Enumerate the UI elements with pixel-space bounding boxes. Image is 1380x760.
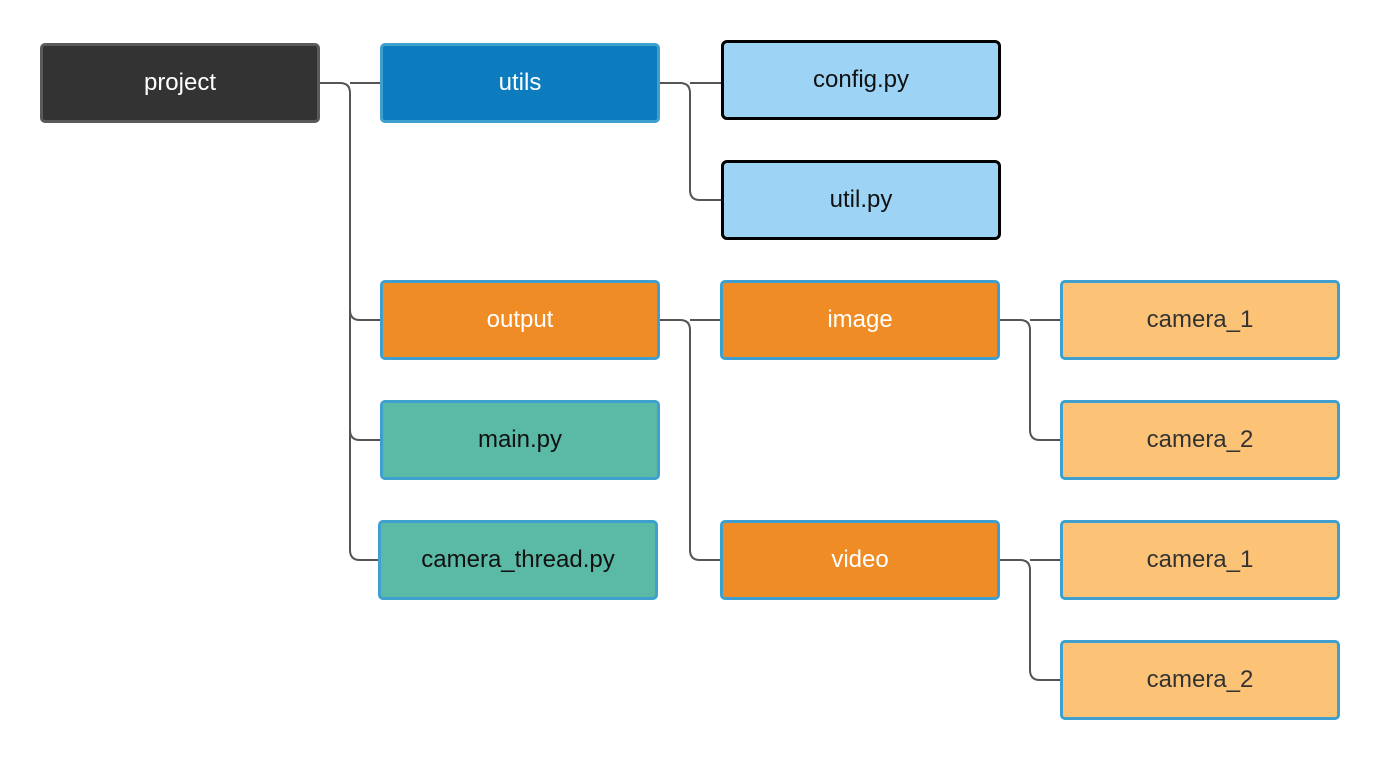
node-camera-thread-py: camera_thread.py	[378, 520, 658, 600]
node-label: output	[486, 306, 554, 333]
node-label: config.py	[812, 66, 910, 93]
node-label: video	[831, 546, 889, 573]
node-label: camera_thread.py	[421, 546, 615, 573]
node-label: image	[827, 306, 893, 333]
node-image-camera-1: camera_1	[1060, 280, 1340, 360]
node-project: project	[40, 43, 320, 123]
node-main-py: main.py	[380, 400, 660, 480]
connector-output-children	[660, 319, 720, 561]
node-image-camera-2: camera_2	[1060, 400, 1340, 480]
node-label: utils	[498, 69, 542, 96]
node-video-camera-1: camera_1	[1060, 520, 1340, 600]
connector-image-children	[1000, 319, 1060, 441]
node-config-py: config.py	[721, 40, 1001, 120]
node-image: image	[720, 280, 1000, 360]
node-utils: utils	[380, 43, 660, 123]
connector-utils-children	[660, 82, 721, 201]
connector-group	[320, 82, 1060, 681]
node-label: camera_1	[1146, 306, 1254, 333]
connector-project-children	[320, 82, 380, 561]
node-label: camera_1	[1146, 546, 1254, 573]
node-label: camera_2	[1146, 426, 1254, 453]
node-output: output	[380, 280, 660, 360]
node-video: video	[720, 520, 1000, 600]
node-label: main.py	[477, 426, 563, 453]
node-video-camera-2: camera_2	[1060, 640, 1340, 720]
node-label: util.py	[829, 186, 893, 213]
node-util-py: util.py	[721, 160, 1001, 240]
node-label: camera_2	[1146, 666, 1254, 693]
connector-video-children	[1000, 559, 1060, 681]
node-label: project	[143, 69, 217, 96]
